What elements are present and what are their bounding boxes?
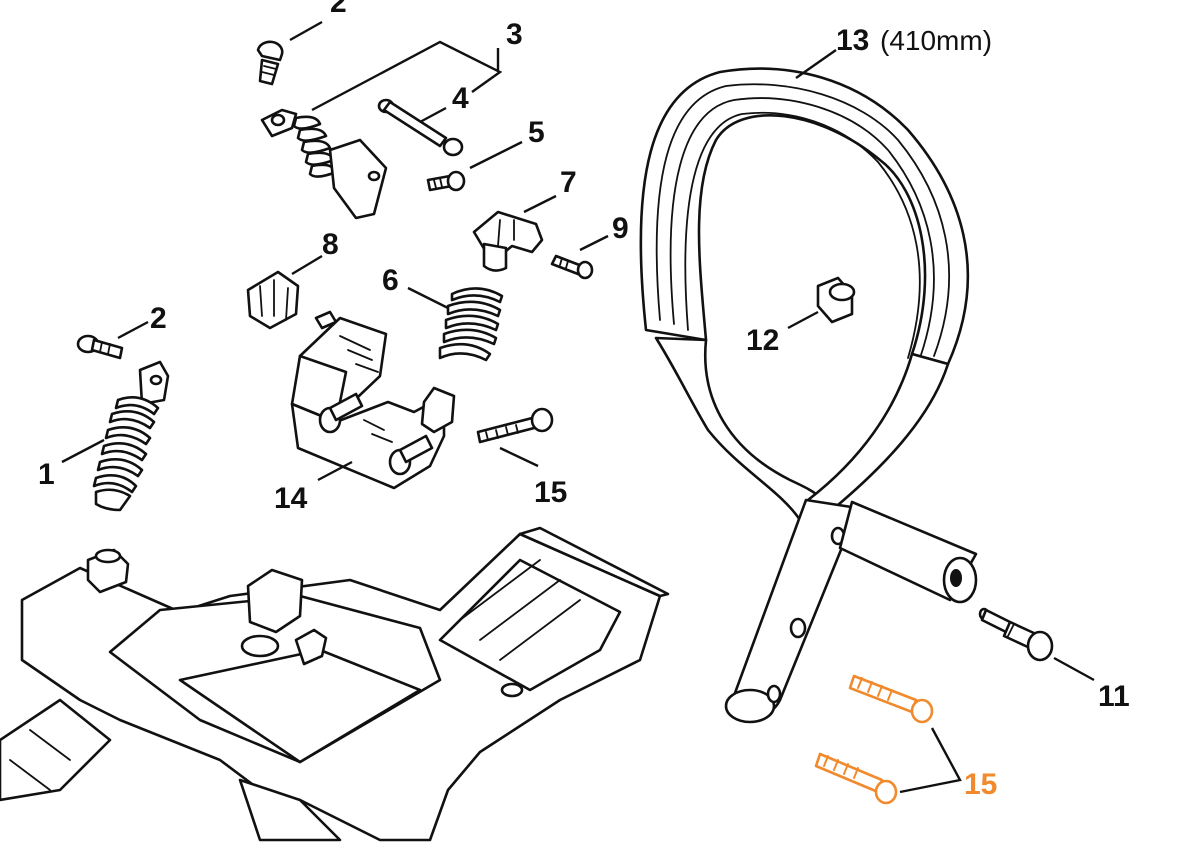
- callout-15-highlight: 15: [964, 768, 997, 801]
- leader-15-center: [499, 446, 539, 468]
- part-15-screw-highlight-lower: [814, 752, 898, 805]
- callout-14: 14: [274, 482, 308, 515]
- callout-15-center: 15: [534, 476, 567, 509]
- callout-6: 6: [382, 264, 399, 297]
- leader-8: [291, 254, 323, 276]
- leader-2-top: [289, 20, 323, 42]
- part-5-screw: [426, 170, 466, 192]
- callout-12: 12: [746, 324, 779, 357]
- leader-9: [579, 234, 609, 252]
- callout-9: 9: [612, 212, 629, 245]
- callout-7: 7: [560, 166, 577, 199]
- part-9-screw: [550, 254, 594, 280]
- callout-2-left: 2: [150, 302, 167, 335]
- engine-housing: [0, 526, 670, 842]
- part-15-screw-center: [476, 407, 554, 444]
- callout-2-top: 2: [330, 0, 347, 19]
- part-3-spring-coils: [292, 115, 338, 178]
- part-3-av-spring-assembly: [260, 108, 388, 220]
- leader-5: [469, 140, 523, 170]
- part-12-spacer-sleeve: [816, 276, 856, 324]
- leader-4: [419, 106, 447, 124]
- part-13-handlebar: [639, 67, 978, 724]
- callout-5: 5: [528, 116, 545, 149]
- part-14-housing-mount: [290, 310, 456, 490]
- part-7-bracket: [472, 210, 544, 272]
- part-6-spring: [438, 287, 504, 362]
- callout-4: 4: [452, 82, 469, 115]
- part-2-screw-left: [76, 334, 124, 360]
- part-4-bolt: [377, 98, 464, 157]
- leader-14: [317, 460, 353, 482]
- leader-6: [407, 286, 449, 310]
- part-1-av-spring: [92, 360, 170, 512]
- part-8-buffer: [246, 270, 300, 330]
- leader-7: [523, 194, 557, 214]
- leader-15-highlight: [899, 727, 962, 794]
- leader-2-left: [117, 320, 149, 340]
- part-2-screw-top: [256, 40, 284, 86]
- leader-1: [61, 438, 105, 464]
- callout-11: 11: [1098, 680, 1130, 713]
- callout-1: 1: [38, 458, 55, 491]
- handlebar-length-note: (410mm): [880, 25, 992, 56]
- part-11-shoulder-screw: [978, 607, 1054, 662]
- leader-12: [787, 310, 819, 330]
- leader-13: [795, 49, 837, 79]
- callout-3: 3: [506, 18, 523, 51]
- callout-8: 8: [322, 228, 339, 261]
- leader-3: [311, 40, 503, 112]
- callout-13: 13: [836, 24, 869, 57]
- part-15-screw-highlight-upper: [848, 674, 934, 724]
- leader-11: [1053, 656, 1095, 682]
